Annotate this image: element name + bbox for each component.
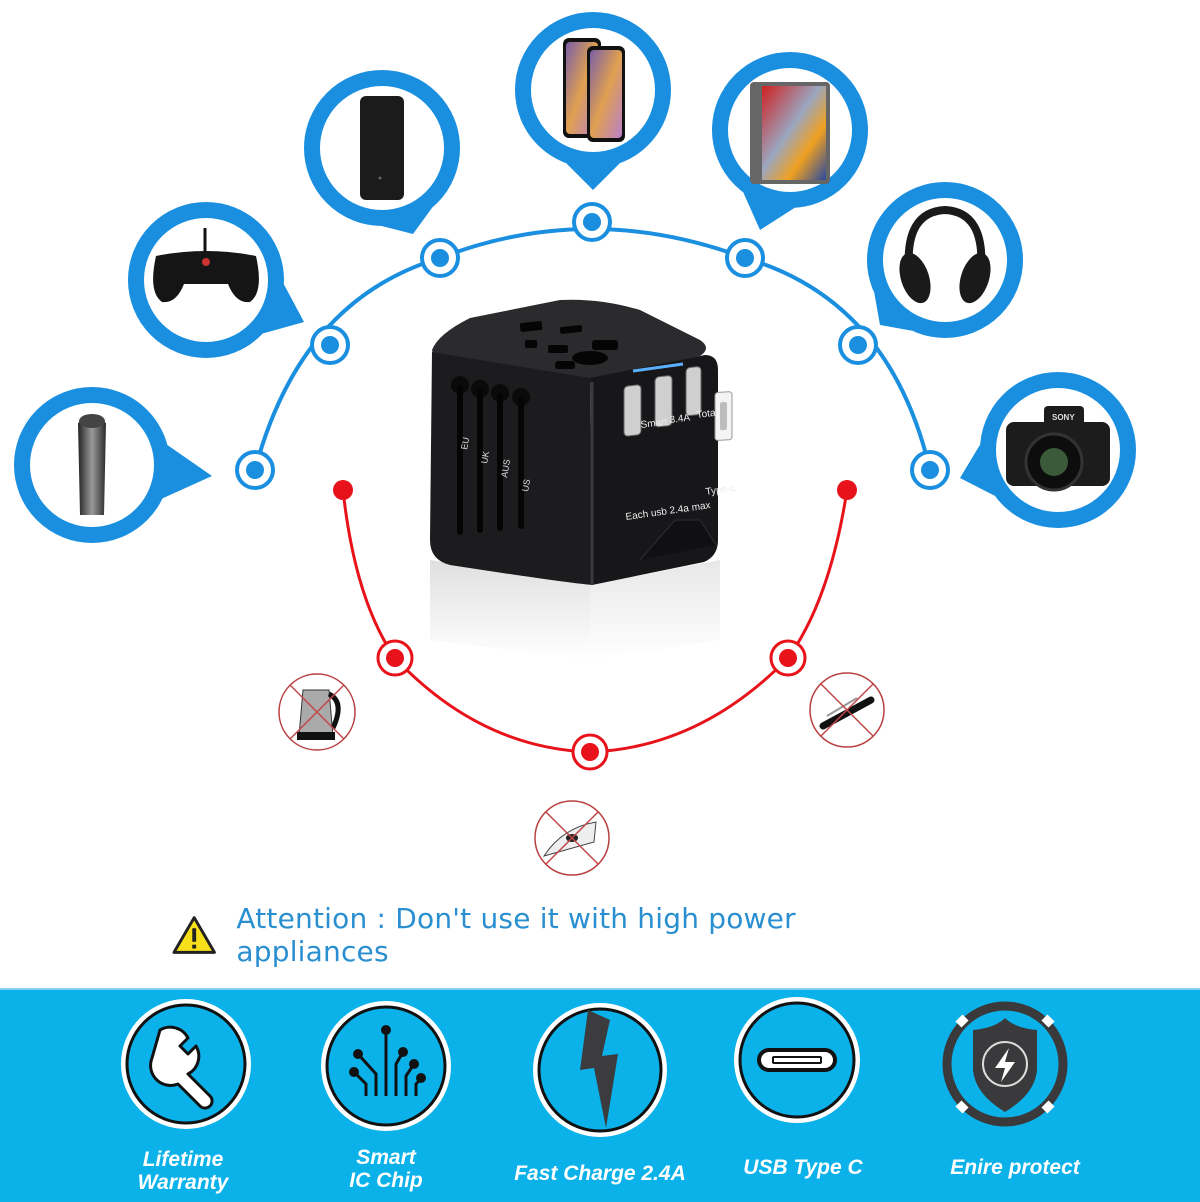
usb-a-port-1[interactable]: [623, 384, 642, 437]
usb-a-port-2[interactable]: [654, 375, 673, 428]
plug-slider-eu[interactable]: EU: [451, 376, 471, 535]
power-bank-icon: [360, 96, 404, 200]
prohibited-node: [837, 480, 857, 500]
plug-slider-uk[interactable]: UK: [471, 380, 491, 533]
feature-label-line1: USB Type C: [743, 1156, 863, 1179]
feature-label-line1: Fast Charge 2.4A: [514, 1162, 686, 1185]
feature-label-line1: Enire protect: [950, 1156, 1080, 1179]
compatible-node: [910, 450, 950, 490]
device-bubble: SONY: [960, 372, 1136, 528]
device-bubble: [14, 387, 212, 543]
compatible-node: [725, 238, 765, 278]
plug-label: EU: [459, 436, 471, 450]
attention-text: Attention : Don't use it with high power…: [236, 902, 796, 968]
label-smart: Smart: [640, 417, 668, 431]
feature-label-line1: Smart: [356, 1146, 416, 1169]
warning-triangle-icon: [172, 916, 216, 954]
device-bubble: [128, 202, 304, 358]
prohibited-appliance: [534, 800, 610, 876]
smartphone-icon: [563, 38, 625, 142]
gamepad-icon: [153, 228, 259, 303]
prohibited-node: [571, 733, 609, 771]
plug-slider-us[interactable]: US: [512, 388, 532, 529]
compatible-node: [235, 450, 275, 490]
shaver-icon: [78, 414, 106, 515]
adapter-top: [432, 299, 706, 379]
plug-slider-aus[interactable]: AUS: [491, 384, 512, 531]
device-bubble: [867, 182, 1023, 338]
plug-label: US: [520, 478, 532, 492]
feature-label: Fast Charge 2.4A: [490, 1162, 710, 1185]
prohibited-node: [333, 480, 353, 500]
camera-icon: SONY: [1006, 406, 1110, 492]
label-type-c: Type-c: [705, 483, 736, 498]
tablet-icon: [750, 82, 830, 184]
shield-lightning-icon: [942, 1001, 1068, 1127]
compatible-node: [838, 325, 878, 365]
compatible-node: [572, 202, 612, 242]
device-bubble: [304, 70, 460, 234]
adapter-left-face: [430, 352, 592, 585]
label-total: Total: [696, 407, 718, 420]
compatible-node: [310, 325, 350, 365]
prohibited-appliance: [809, 672, 885, 748]
plug-label: UK: [479, 450, 491, 464]
prohibited-appliance: [278, 673, 356, 751]
usb-c-port-icon: [734, 997, 860, 1123]
feature-label-line1: Lifetime: [142, 1148, 224, 1171]
feature-label: Enire protect: [905, 1156, 1125, 1179]
device-bubble: [515, 12, 671, 190]
power-led: [632, 362, 684, 373]
wrench-icon: [121, 999, 251, 1129]
feature-label-line2: IC Chip: [349, 1169, 423, 1192]
usb-a-port-3[interactable]: [685, 366, 702, 417]
label-3-4a: 3.4A: [669, 413, 691, 426]
prohibited-node: [769, 639, 807, 677]
feature-label-line2: Warranty: [137, 1171, 229, 1194]
plug-label: AUS: [499, 458, 512, 478]
features-icons: [121, 997, 1068, 1137]
camera-brand: SONY: [1052, 413, 1075, 422]
device-bubble: [712, 52, 868, 230]
feature-label: USB Type C: [693, 1156, 913, 1179]
headphones-icon: [899, 205, 991, 304]
lightning-icon: [533, 1003, 667, 1137]
compatible-node: [420, 238, 460, 278]
attention-banner: Attention : Don't use it with high power…: [172, 902, 932, 968]
chip-circuit-icon: [321, 1001, 451, 1131]
prohibited-node: [376, 639, 414, 677]
curling-iron-icon: [819, 696, 875, 730]
